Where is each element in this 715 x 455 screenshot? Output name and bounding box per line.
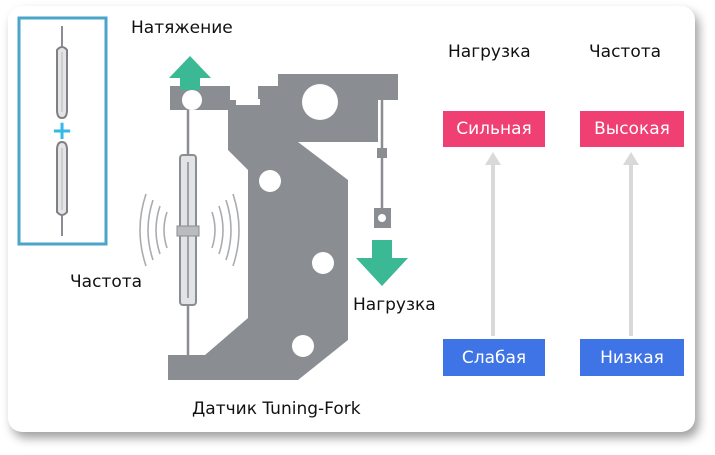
load-scale-line [491,164,495,336]
vibration-waves [139,193,240,267]
tension-label: Натяжение [131,18,233,38]
load-scale-arrowhead [485,152,501,165]
load-arrow-label: Нагрузка [353,295,436,315]
sensor-rod-left [176,108,200,355]
inset-plus-icon: + [51,116,73,146]
load-rod [374,100,391,228]
frequency-low-badge: Низкая [580,339,684,376]
sensor-caption: Датчик Tuning-Fork [192,399,361,419]
load-high-badge: Сильная [443,111,545,147]
tuning-fork-inset [17,16,108,246]
frequency-legend-title: Частота [589,42,662,62]
sensor-holes [236,74,338,357]
frequency-scale-line [629,164,633,336]
frequency-scale-arrowhead [623,152,639,165]
sensor-body [168,74,398,380]
frequency-high-badge: Высокая [580,111,684,147]
load-low-badge: Слабая [443,339,545,376]
load-legend-title: Нагрузка [448,42,531,62]
frequency-left-label: Частота [70,272,143,292]
tension-arrow-up [169,56,211,90]
load-arrow-down [356,240,408,286]
